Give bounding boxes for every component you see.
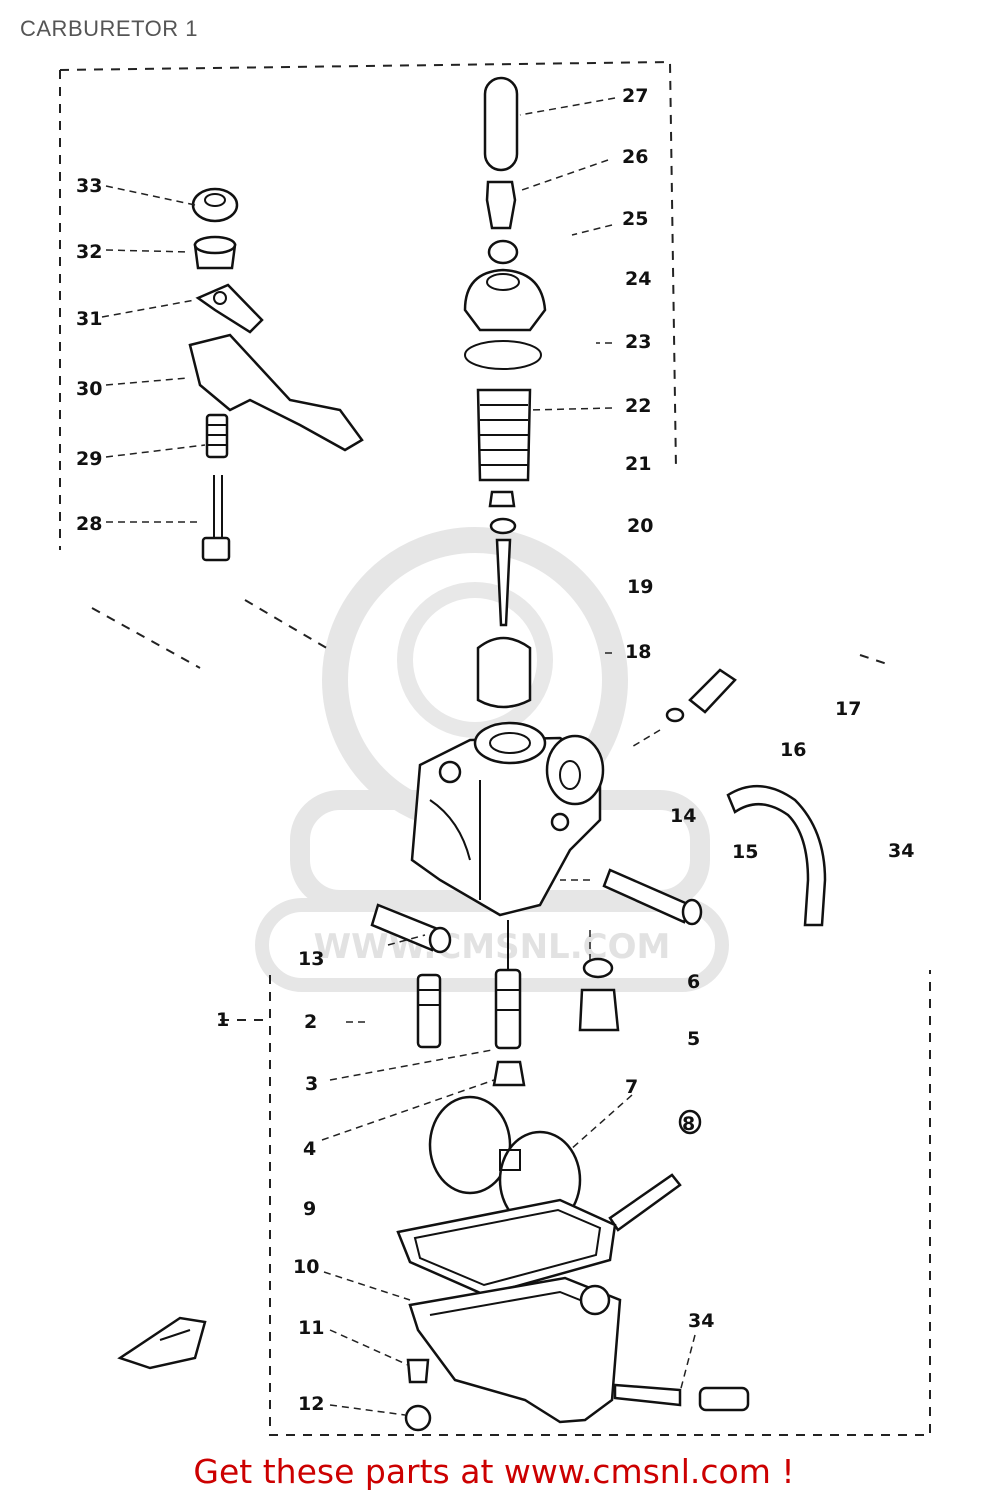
callout-4: 4 bbox=[303, 1138, 316, 1160]
callout-6: 6 bbox=[687, 971, 700, 993]
callout-11: 11 bbox=[298, 1317, 324, 1339]
watermark-text: WWW.CMSNL.COM bbox=[314, 927, 671, 967]
callout-29: 29 bbox=[76, 448, 102, 470]
carburetor-body bbox=[370, 668, 827, 954]
callout-24: 24 bbox=[625, 268, 651, 290]
callout-26: 26 bbox=[622, 146, 648, 168]
callout-30: 30 bbox=[76, 378, 102, 400]
callout-20: 20 bbox=[627, 515, 653, 537]
throttle-valve-stack bbox=[463, 76, 547, 709]
callout-17: 17 bbox=[835, 698, 861, 720]
callout-9: 9 bbox=[303, 1198, 316, 1220]
callout-34-top: 34 bbox=[888, 840, 914, 862]
float-bowl-assembly bbox=[396, 920, 750, 1432]
callout-33: 33 bbox=[76, 175, 102, 197]
callout-8: 8 bbox=[682, 1113, 695, 1135]
choke-lever-assembly bbox=[188, 187, 364, 562]
callout-14: 14 bbox=[670, 805, 696, 827]
callout-18: 18 bbox=[625, 641, 651, 663]
callout-34-bottom: 34 bbox=[688, 1310, 714, 1332]
callout-28: 28 bbox=[76, 513, 102, 535]
callout-21: 21 bbox=[625, 453, 651, 475]
callout-5: 5 bbox=[687, 1028, 700, 1050]
callout-13: 13 bbox=[298, 948, 324, 970]
small-bracket-part bbox=[117, 1316, 207, 1370]
callout-32: 32 bbox=[76, 241, 102, 263]
callout-31: 31 bbox=[76, 308, 102, 330]
callout-labels: 1 2 3 4 5 6 7 8 9 10 11 12 13 14 15 16 1… bbox=[76, 85, 914, 1415]
callout-27: 27 bbox=[622, 85, 648, 107]
callout-12: 12 bbox=[298, 1393, 324, 1415]
callout-15: 15 bbox=[732, 841, 758, 863]
callout-2: 2 bbox=[304, 1011, 317, 1033]
page-title: CARBURETOR 1 bbox=[20, 16, 198, 41]
callout-3: 3 bbox=[305, 1073, 318, 1095]
callout-25: 25 bbox=[622, 208, 648, 230]
callout-1: 1 bbox=[216, 1009, 229, 1031]
callout-22: 22 bbox=[625, 395, 651, 417]
get-parts-link[interactable]: Get these parts at www.cmsnl.com ! bbox=[193, 1452, 795, 1491]
callout-19: 19 bbox=[627, 576, 653, 598]
callout-23: 23 bbox=[625, 331, 651, 353]
callout-7: 7 bbox=[625, 1076, 638, 1098]
callout-10: 10 bbox=[293, 1256, 319, 1278]
callout-16: 16 bbox=[780, 739, 806, 761]
assembly-boundary bbox=[59, 60, 931, 1436]
leader-lines bbox=[101, 97, 696, 1416]
